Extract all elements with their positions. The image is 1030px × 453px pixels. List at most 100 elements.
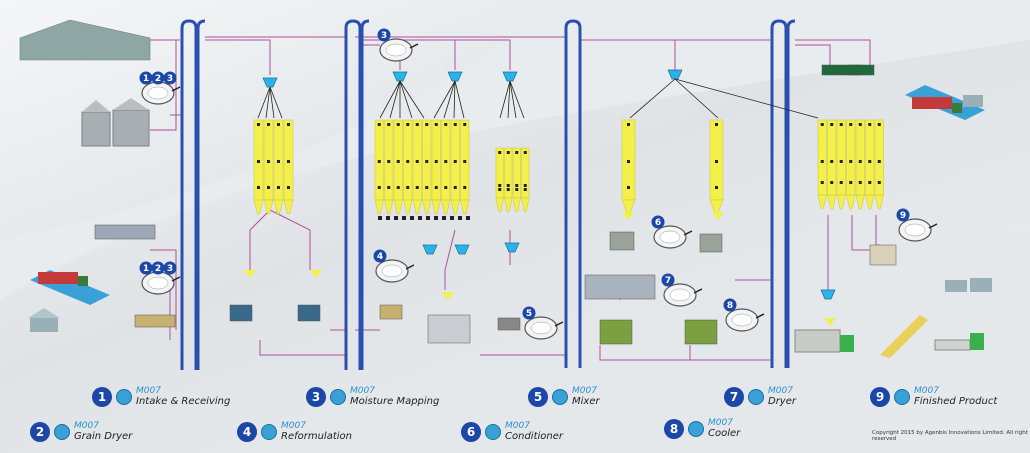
distribution-line: [454, 80, 465, 119]
silo-cone: [431, 199, 441, 215]
silo-cone: [253, 199, 264, 215]
distribution-line: [674, 78, 719, 119]
flatbed-truck-body: [934, 339, 971, 351]
level-sensor: [715, 123, 718, 126]
hopper-icon: [504, 242, 520, 253]
level-sensor: [444, 186, 448, 189]
level-sensor: [415, 160, 419, 163]
distribution-line: [674, 78, 819, 119]
level-sensor: [627, 160, 630, 163]
level-sensor: [498, 151, 502, 154]
silo-cone: [865, 194, 875, 210]
level-sensor: [820, 181, 824, 184]
level-sensor: [377, 160, 381, 163]
legend-model: M007: [350, 386, 375, 396]
level-sensor: [434, 123, 438, 126]
storage-warehouse: [19, 19, 151, 61]
level-sensor: [715, 186, 718, 189]
sensor-number-label: 4: [377, 252, 383, 262]
bucket-elevator: [344, 19, 362, 370]
level-sensor: [858, 160, 862, 163]
silo-cone: [374, 199, 384, 215]
hopper-icon: [447, 71, 463, 82]
hopper-icon: [667, 69, 683, 80]
sensor-face: [530, 321, 552, 335]
legend-label: Grain Dryer: [74, 431, 133, 442]
level-sensor: [287, 160, 290, 163]
truck-tipper: [94, 224, 156, 240]
silo-cone: [846, 194, 856, 210]
level-sensor: [267, 160, 270, 163]
hopper-icon: [502, 71, 518, 82]
level-sensor: [877, 160, 881, 163]
feeder-dot: [378, 216, 382, 220]
silo-cone: [450, 199, 460, 215]
silo-cone: [263, 199, 274, 215]
sensor-number-badge: [661, 273, 675, 287]
grain-bin: [81, 111, 111, 147]
level-sensor: [406, 186, 410, 189]
legend-model: M007: [572, 386, 597, 396]
level-sensor: [377, 186, 381, 189]
legend-label: Cooler: [708, 428, 741, 439]
silo-cone: [495, 197, 504, 213]
sensor-logo-icon: [894, 389, 910, 405]
sensor-number-badge: [151, 71, 165, 85]
silo-cone: [422, 199, 432, 215]
level-sensor: [820, 160, 824, 163]
legend-label: Intake & Receiving: [136, 396, 231, 407]
pipe-line: [455, 39, 511, 70]
level-sensor: [627, 186, 630, 189]
truck-trailer: [38, 272, 78, 284]
sensor-logo-icon: [330, 389, 346, 405]
level-sensor: [434, 160, 438, 163]
silo-cone: [621, 199, 636, 215]
copyright-text: Copyright 2015 by Agenbis Innovations Li…: [872, 430, 1028, 442]
level-sensor: [830, 160, 834, 163]
level-sensor: [523, 188, 527, 191]
sensor-number-label: 6: [655, 218, 661, 228]
level-sensor: [257, 123, 260, 126]
distribution-line: [509, 80, 525, 119]
feeder-dot: [434, 216, 438, 220]
pipe-line: [269, 209, 311, 270]
level-sensor: [287, 123, 290, 126]
sensor-logo-icon: [552, 389, 568, 405]
level-sensor: [498, 188, 502, 191]
intake-pit: [134, 314, 176, 328]
bag-conveyor: [880, 315, 928, 358]
distribution-line: [379, 80, 401, 119]
distribution-line: [453, 80, 456, 119]
distribution-line: [509, 80, 517, 119]
level-sensor: [849, 181, 853, 184]
feeder-dot: [458, 216, 462, 220]
sensor-probe: [405, 264, 415, 270]
hopper-icon: [392, 71, 408, 82]
level-sensor: [267, 123, 270, 126]
grain-bin-roof: [82, 100, 110, 112]
pipe-line: [444, 229, 456, 290]
level-sensor: [523, 184, 527, 187]
feeder-dot: [386, 216, 390, 220]
level-sensor: [453, 160, 457, 163]
sensor-number-label: 1: [143, 74, 149, 84]
level-sensor: [877, 123, 881, 126]
sensor-face: [659, 230, 681, 244]
distribution-line: [433, 80, 456, 119]
level-sensor: [868, 181, 872, 184]
sensor-number-label: 2: [155, 264, 161, 274]
distribution-line: [269, 86, 275, 119]
sensor-face: [147, 86, 169, 100]
shed: [970, 278, 992, 292]
sensor-face: [147, 276, 169, 290]
background-swoosh: [300, 230, 1030, 453]
level-sensor: [515, 151, 519, 154]
level-sensor: [839, 160, 843, 163]
shed-roof: [28, 308, 60, 318]
level-sensor: [396, 186, 400, 189]
sensor-number-badge: [723, 298, 737, 312]
cooler-unit: [684, 319, 718, 345]
